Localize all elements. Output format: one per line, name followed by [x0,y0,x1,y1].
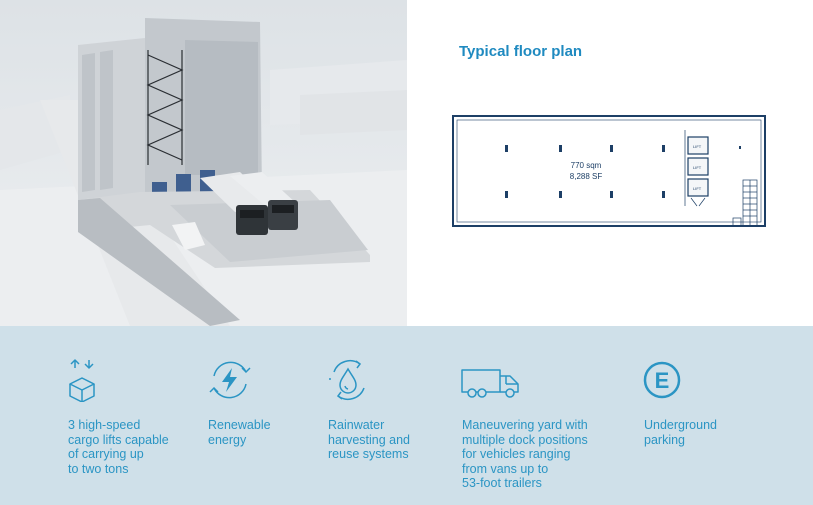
feature-label: Underground parking [644,418,717,447]
lift-label: LIFT [693,186,702,191]
floor-plan-panel: Typical floor plan LIFT LIFT LIFT [407,0,813,326]
floor-plan-title: Typical floor plan [459,43,583,60]
lift-label: LIFT [693,144,702,149]
floor-area-sqm: 770 sqm [571,161,602,170]
cargo-box-icon [69,359,95,402]
lift-label: LIFT [693,165,702,170]
features-strip: 3 high-speed cargo lifts capable of carr… [0,326,813,505]
underground-parking-icon: E [643,361,681,399]
parking-e-glyph: E [655,368,670,393]
feature-label: Renewable energy [208,418,271,447]
renewable-energy-icon [209,361,251,399]
rainwater-drop-icon [329,360,365,400]
building-render [0,0,407,326]
truck-icon [461,369,519,398]
floor-area-sf: 8,288 SF [570,172,603,181]
feature-label: Rainwater harvesting and reuse systems [328,418,411,461]
feature-label: 3 high-speed cargo lifts capable of carr… [68,418,169,476]
floor-plan-drawing: LIFT LIFT LIFT 770 sqm 8,288 SF [452,115,766,227]
building-render-illustration [0,0,407,326]
feature-label: Maneuvering yard with multiple dock posi… [462,418,588,490]
